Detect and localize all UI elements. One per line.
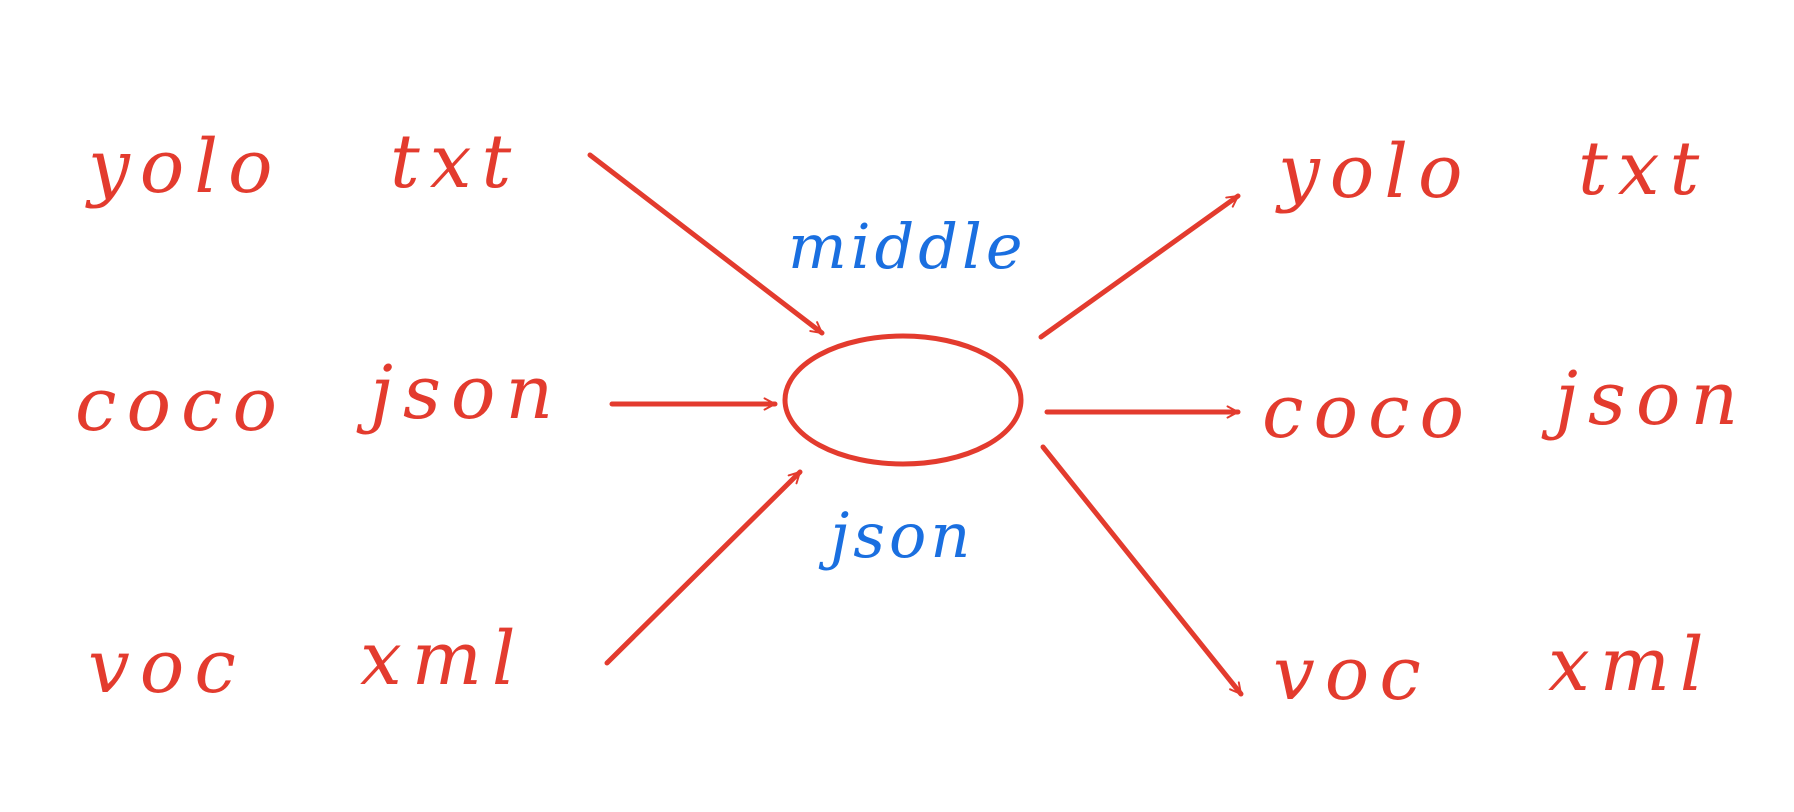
right-voc-format: voc <box>1273 631 1431 717</box>
left-coco-ext: json <box>370 350 564 436</box>
middle-label: middle <box>788 210 1027 283</box>
right-coco-format: coco <box>1262 369 1474 455</box>
left-yolo-ext: txt <box>390 119 522 205</box>
middle-node <box>782 333 1024 467</box>
arrow-middle-to-voc <box>1040 444 1244 697</box>
left-voc-format: voc <box>88 624 246 710</box>
left-voc-ext: xml <box>360 616 526 702</box>
arrow-voc-to-middle <box>604 469 803 666</box>
left-coco-format: coco <box>75 362 287 448</box>
right-yolo-ext: txt <box>1578 126 1710 212</box>
right-coco-ext: json <box>1555 356 1749 442</box>
arrow-yolo-to-middle <box>587 152 825 336</box>
middle-format-label: json <box>830 499 975 572</box>
arrow-middle-to-yolo <box>1038 193 1241 340</box>
right-voc-ext: xml <box>1548 622 1714 708</box>
left-yolo-format: yolo <box>88 124 283 210</box>
right-yolo-format: yolo <box>1278 129 1473 215</box>
